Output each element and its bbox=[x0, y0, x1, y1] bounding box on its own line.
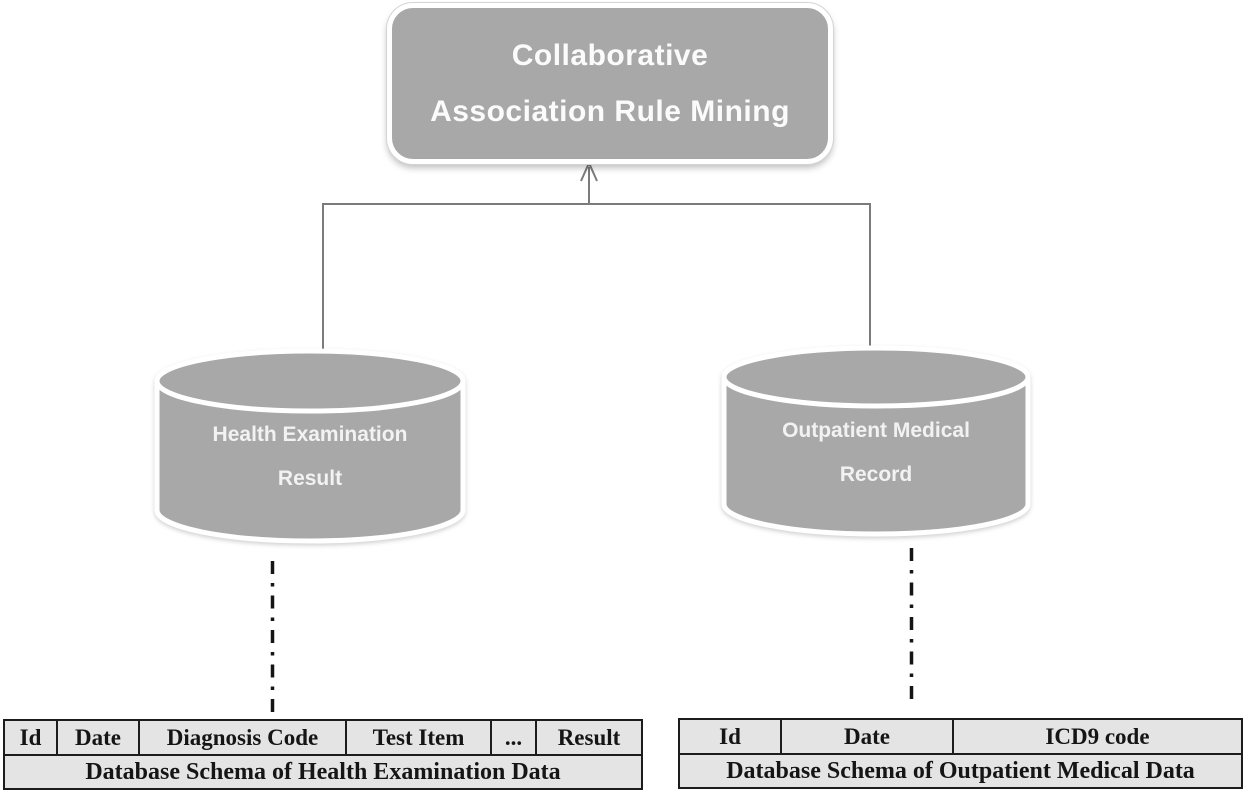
title-line-2: Association Rule Mining bbox=[430, 95, 790, 128]
database-label-line-1: Health Examination bbox=[212, 423, 408, 446]
schema-column-test-item: Test Item bbox=[347, 721, 492, 754]
title-line-1: Collaborative bbox=[511, 39, 709, 72]
database-cylinder-icon bbox=[154, 348, 466, 544]
schema-column-diagnosis-code: Diagnosis Code bbox=[140, 721, 347, 754]
database-label: Outpatient Medical Record bbox=[720, 409, 1032, 497]
schema-column-ellipsis: ... bbox=[492, 721, 537, 754]
database-label-line-2: Record bbox=[839, 463, 913, 486]
database-outpatient-medical: Outpatient Medical Record bbox=[720, 345, 1032, 541]
schema-header-row: Id Date ICD9 code bbox=[680, 720, 1241, 755]
database-label-line-2: Result bbox=[277, 467, 343, 490]
schema-column-id: Id bbox=[680, 720, 782, 753]
schema-caption: Database Schema of Health Examination Da… bbox=[85, 758, 561, 785]
schema-column-result: Result bbox=[557, 724, 621, 750]
schema-caption: Database Schema of Outpatient Medical Da… bbox=[726, 757, 1195, 784]
schema-header-row: Id Date Diagnosis Code Test Item ... Res… bbox=[5, 721, 641, 756]
database-label: Health Examination Result bbox=[153, 413, 467, 501]
database-cylinder-icon bbox=[721, 345, 1031, 537]
schema-column-icd9-code: ICD9 code bbox=[1045, 723, 1150, 749]
database-health-examination: Health Examination Result bbox=[153, 347, 467, 548]
schema-table-outpatient-medical: Id Date ICD9 code Database Schema of Out… bbox=[678, 718, 1243, 789]
schema-column-date: Date bbox=[58, 721, 140, 754]
schema-column-date: Date bbox=[782, 720, 954, 753]
schema-column-id: Id bbox=[5, 721, 58, 754]
schema-table-health-examination: Id Date Diagnosis Code Test Item ... Res… bbox=[3, 719, 643, 790]
branch-connector-line bbox=[322, 203, 871, 352]
database-label-line-1: Outpatient Medical bbox=[782, 419, 970, 442]
title-box: Collaborative Association Rule Mining bbox=[387, 3, 833, 164]
